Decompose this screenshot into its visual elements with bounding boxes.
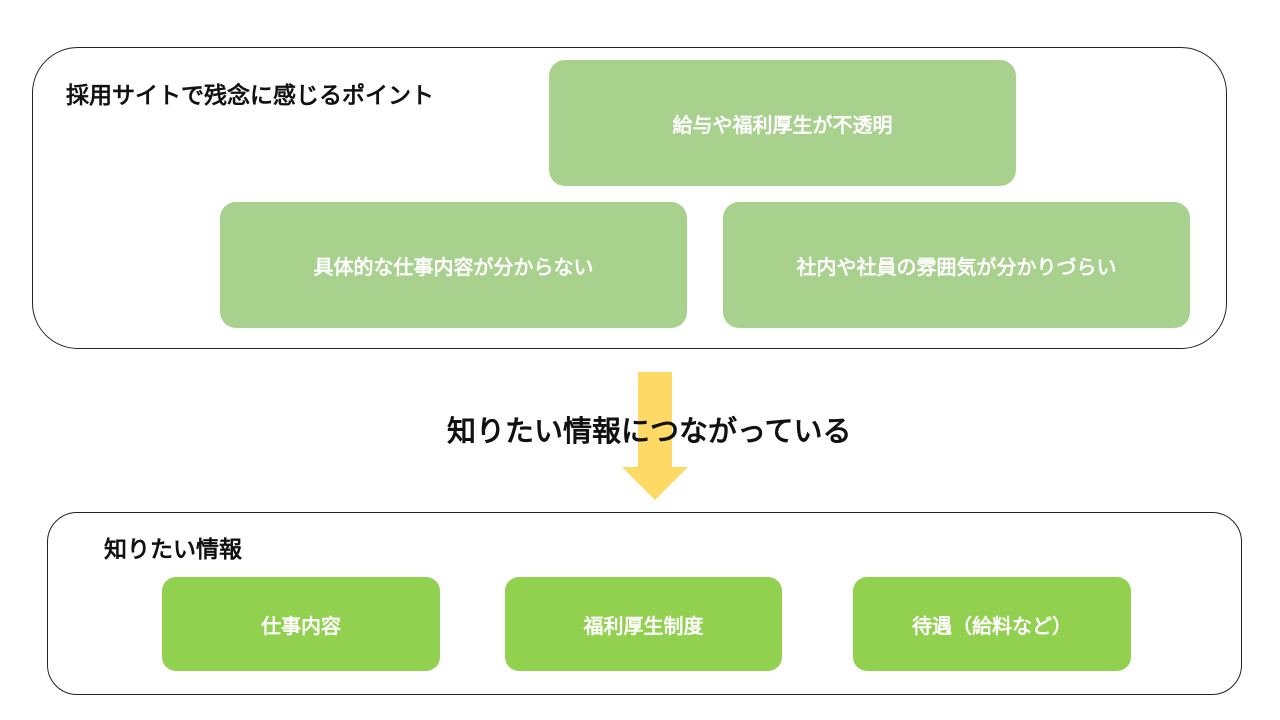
down-arrow-icon (622, 372, 688, 500)
desired-info-item: 仕事内容 (162, 577, 440, 671)
pain-points-title: 採用サイトで残念に感じるポイント (66, 83, 434, 109)
pain-point-item: 給与や福利厚生が不透明 (549, 60, 1016, 186)
desired-info-title: 知りたい情報 (104, 537, 242, 563)
desired-info-item: 福利厚生制度 (505, 577, 782, 671)
desired-info-item: 待遇（給料など） (853, 577, 1131, 671)
connector-label: 知りたい情報につながっている (447, 414, 852, 448)
pain-point-item: 具体的な仕事内容が分からない (220, 202, 687, 328)
pain-point-item: 社内や社員の雰囲気が分かりづらい (723, 202, 1190, 328)
